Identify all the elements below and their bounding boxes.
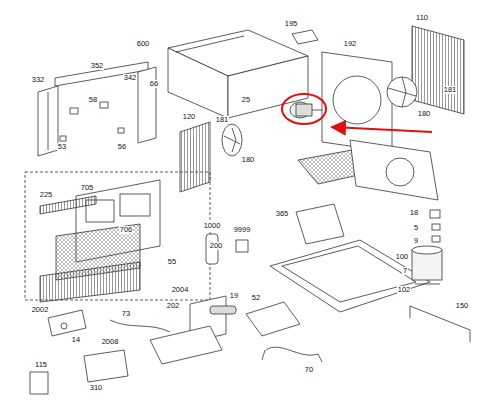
callout-number: 110 [415, 14, 429, 22]
callout-number: 5 [413, 224, 419, 232]
callout-number: 200 [209, 242, 224, 250]
callout-number: 195 [284, 20, 299, 28]
callout-number: 115 [34, 361, 48, 369]
callout-number: 56 [117, 143, 127, 151]
callout-number: 181 [443, 86, 458, 94]
callout-number: 19 [229, 292, 239, 300]
callout-number: 9999 [233, 226, 252, 234]
callout-number: 202 [166, 302, 181, 310]
callout-number: 150 [455, 302, 470, 310]
callout-number: 52 [251, 294, 261, 302]
callout-number: 102 [397, 286, 412, 294]
callout-number: 2004 [171, 286, 190, 294]
callout-number: 55 [167, 258, 177, 266]
callout-number: 332 [31, 76, 46, 84]
callout-number: 7 [402, 267, 408, 275]
callout-number: 1000 [203, 222, 222, 230]
callout-number: 705 [80, 184, 95, 192]
callout-number: 706 [119, 226, 134, 234]
callout-number: 180 [241, 156, 256, 164]
callout-number: 58 [88, 96, 98, 104]
callout-number: 100 [395, 253, 410, 261]
callout-number: 9 [413, 237, 419, 245]
callout-number: 192 [343, 40, 358, 48]
callout-number: 352 [90, 62, 105, 70]
callout-number: 365 [275, 210, 290, 218]
callout-number: 53 [57, 143, 67, 151]
callout-number: 18 [409, 209, 419, 217]
callout-number: 73 [121, 310, 131, 318]
callout-number: 600 [136, 40, 151, 48]
callout-number: 2002 [31, 306, 50, 314]
callout-number: 70 [304, 366, 314, 374]
callout-number: 25 [241, 96, 251, 104]
callout-number: 120 [182, 113, 197, 121]
callout-number: 342 [123, 74, 138, 82]
callout-number: 180 [417, 110, 432, 118]
callout-number: 2008 [101, 338, 120, 346]
callout-number: 310 [89, 384, 104, 392]
callout-number: 66 [149, 80, 159, 88]
callout-number: 225 [39, 191, 54, 199]
callout-number: 14 [71, 336, 81, 344]
callout-number: 181 [215, 116, 230, 124]
